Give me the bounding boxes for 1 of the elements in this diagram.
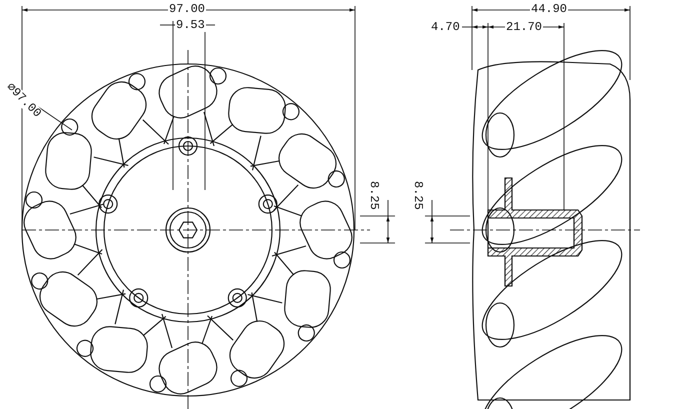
dimension-label: 9.53: [175, 19, 206, 32]
